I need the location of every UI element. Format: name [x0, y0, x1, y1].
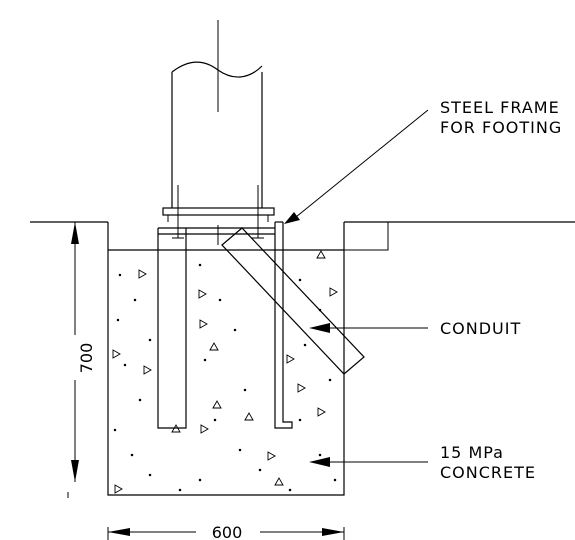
- concrete-label-line1: 15 MPa: [440, 443, 504, 462]
- depth-dimension-text: 700: [77, 343, 96, 374]
- concrete-label-line2: CONCRETE: [440, 463, 536, 482]
- steel-column: [171, 20, 263, 245]
- width-dimension-text: 600: [212, 523, 243, 540]
- base-plate: [162, 207, 275, 222]
- concrete-aggregate: [112, 250, 338, 494]
- steel-frame-leader: [284, 109, 429, 224]
- steel-frame: [157, 221, 293, 429]
- width-dimension: [107, 527, 345, 540]
- concrete-footing: [107, 222, 389, 496]
- depth-dimension: [67, 222, 79, 498]
- conduit-leader: [309, 323, 428, 333]
- anchor-bolts: [172, 185, 264, 239]
- conduit-label: CONDUIT: [440, 319, 521, 338]
- steel-frame-label-line1: STEEL FRAME: [440, 98, 560, 117]
- concrete-leader: [309, 457, 428, 467]
- conduit: [221, 227, 365, 375]
- steel-frame-label-line2: FOR FOOTING: [440, 118, 562, 137]
